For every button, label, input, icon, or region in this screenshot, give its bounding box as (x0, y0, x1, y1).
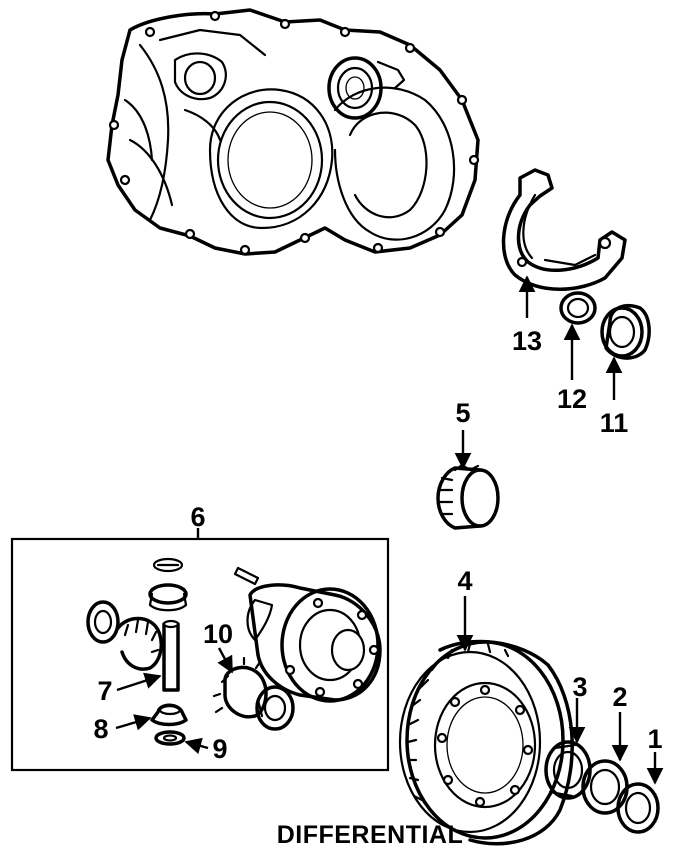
leader-9 (184, 737, 209, 755)
part-6-side-gear-left (86, 600, 163, 671)
diagram-caption: DIFFERENTIAL (277, 821, 464, 849)
callout-8: 8 (93, 714, 108, 744)
part-1-bearing-race (616, 782, 660, 834)
callout-9: 9 (212, 734, 227, 764)
part-4-ring-gear (398, 639, 574, 846)
part-11-bearing-race (600, 303, 651, 360)
callout-7: 7 (97, 676, 112, 706)
housing-bolt-bosses (108, 10, 480, 256)
callout-10: 10 (203, 619, 233, 649)
callout-4: 4 (457, 566, 472, 596)
callout-5: 5 (455, 398, 470, 428)
callout-11: 11 (600, 408, 629, 438)
callout-2: 2 (612, 682, 627, 712)
part-10-side-gear (212, 656, 295, 731)
part-7-pinion-shaft (162, 619, 180, 692)
transaxle-housing (106, 8, 480, 256)
part-6-pinion-gear-top (148, 583, 188, 612)
callout-12: 12 (557, 384, 587, 414)
part-6-differential-case (233, 566, 382, 703)
leader-10 (217, 647, 234, 674)
part-8-pinion-gear (150, 703, 188, 727)
part-9-thrust-washer (154, 730, 186, 746)
part-12-oil-seal (559, 291, 597, 325)
part-13-bearing-retainer (501, 168, 627, 291)
leader-8 (115, 714, 152, 731)
callout-6: 6 (190, 502, 205, 532)
callout-1: 1 (647, 724, 662, 754)
part-5-speedometer-gear (436, 463, 500, 530)
leader-lines (115, 275, 664, 785)
part-6-kit-box (10, 537, 390, 772)
leader-7 (116, 672, 162, 692)
part-2-shim (581, 759, 629, 815)
callout-numbers: 13 12 11 5 4 6 7 8 9 10 3 2 1 (93, 326, 662, 764)
part-6-side-washer-top (152, 557, 184, 573)
callout-3: 3 (572, 672, 587, 702)
callout-13: 13 (512, 326, 542, 356)
